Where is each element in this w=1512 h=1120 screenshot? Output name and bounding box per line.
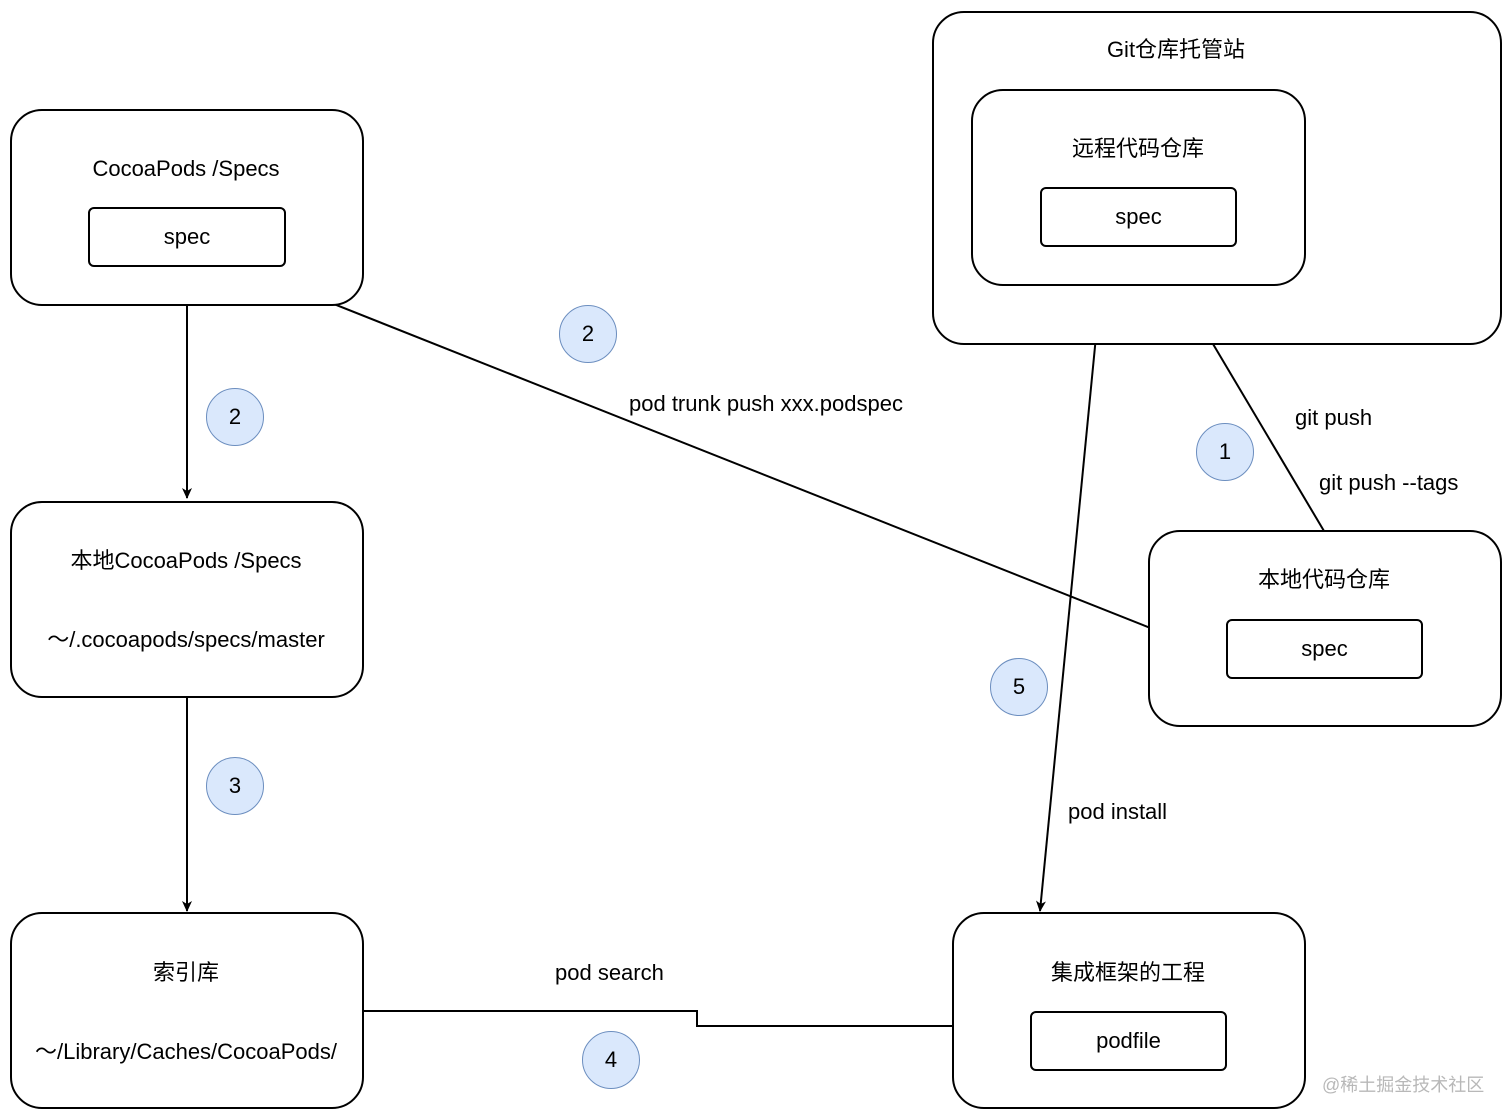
cocoapods-specs-title: CocoaPods /Specs [92, 156, 280, 181]
project-box [952, 912, 1306, 1109]
cocoapods-specs-spec: spec [88, 207, 286, 267]
step-badge-install: 5 [990, 658, 1048, 716]
remote-repo-spec: spec [1040, 187, 1237, 247]
label-pod-install: pod install [1068, 799, 1168, 824]
git-host-title: Git仓库托管站 [1106, 37, 1246, 62]
local-repo-spec: spec [1226, 619, 1423, 679]
edge-pod-search [364, 1010, 953, 1027]
label-pod-search: pod search [555, 960, 664, 985]
label-trunk-push: pod trunk push xxx.podspec [629, 391, 903, 416]
local-specs-title: 本地CocoaPods /Specs [70, 548, 302, 573]
step-badge-git: 1 [1196, 423, 1254, 481]
local-specs-path: ～/.cocoapods/specs/master [47, 627, 325, 652]
label-git-push: git push [1295, 405, 1373, 430]
step-badge-sync: 2 [206, 388, 264, 446]
index-repo-title: 索引库 [152, 960, 220, 985]
project-title: 集成框架的工程 [1050, 960, 1206, 985]
local-repo-title: 本地代码仓库 [1257, 567, 1391, 592]
edge-pod-install [1035, 284, 1102, 912]
remote-repo-title: 远程代码仓库 [1071, 136, 1205, 161]
project-podfile: podfile [1030, 1011, 1227, 1071]
step-badge-index: 3 [206, 757, 264, 815]
step-badge-search: 4 [582, 1031, 640, 1089]
local-specs-box [10, 501, 364, 698]
label-git-push-tags: git push --tags [1319, 470, 1459, 495]
watermark: @稀土掘金技术社区 [1322, 1075, 1485, 1095]
index-repo-box [10, 912, 364, 1109]
step-badge-trunk: 2 [559, 305, 617, 363]
edge-trunk-push [237, 265, 1227, 659]
index-repo-path: ～/Library/Caches/CocoaPods/ [34, 1039, 338, 1064]
